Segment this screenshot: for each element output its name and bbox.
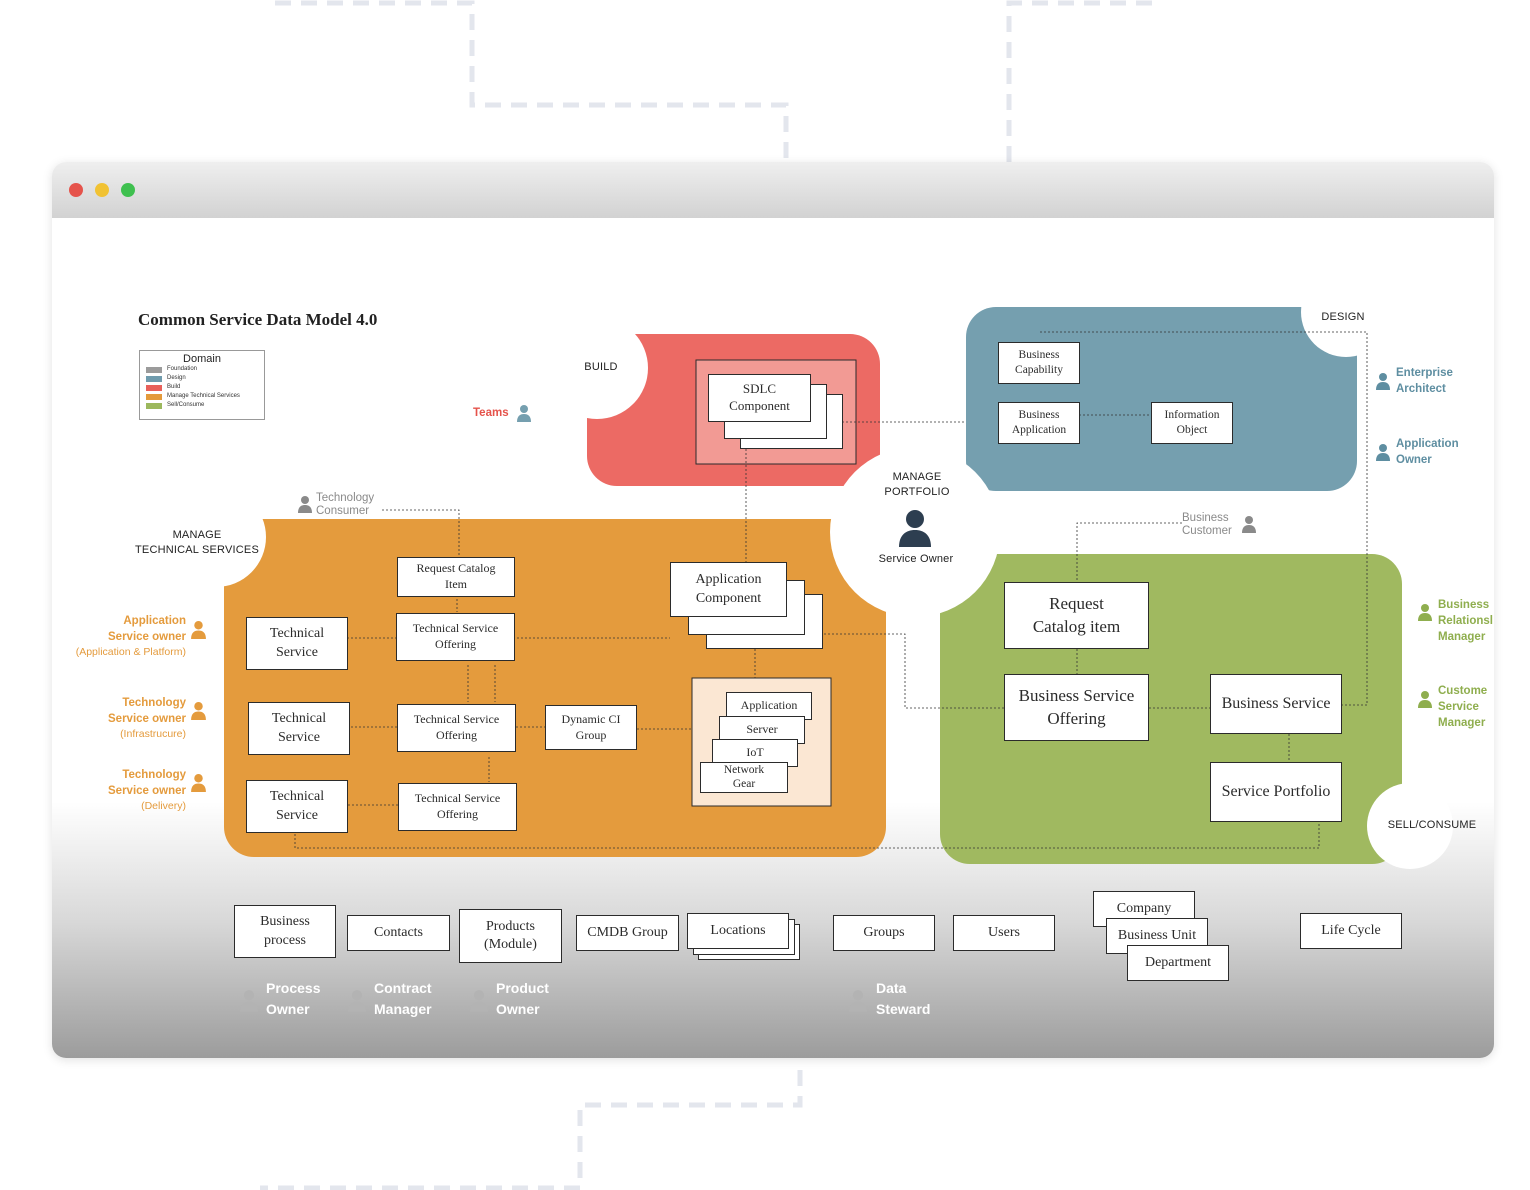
legend-item: Design bbox=[140, 374, 264, 383]
service-owner-label: Service Owner bbox=[878, 553, 954, 565]
data-steward-icon bbox=[849, 990, 867, 1012]
tech-owner-infra-icon bbox=[191, 702, 206, 720]
service-portfolio-box[interactable]: Service Portfolio bbox=[1210, 762, 1342, 822]
tech-owner-delivery-icon bbox=[191, 774, 206, 792]
legend-swatch bbox=[146, 366, 162, 373]
teams-role: Teams bbox=[473, 407, 509, 419]
domain-legend: Domain Foundation Design Build Manage Te… bbox=[139, 350, 265, 420]
customer-service-manager-icon bbox=[1418, 691, 1432, 708]
close-dot-icon[interactable] bbox=[69, 183, 83, 197]
diagram-canvas: Common Service Data Model 4.0 Domain Fou… bbox=[52, 162, 1494, 1058]
product-owner-icon bbox=[470, 990, 488, 1012]
users-box[interactable]: Users bbox=[953, 915, 1055, 951]
legend-title: Domain bbox=[183, 353, 221, 365]
maximize-dot-icon[interactable] bbox=[121, 183, 135, 197]
business-service-box[interactable]: Business Service bbox=[1210, 674, 1342, 734]
application-owner-icon bbox=[1376, 444, 1390, 461]
business-relationship-manager-icon bbox=[1418, 604, 1432, 621]
groups-box[interactable]: Groups bbox=[833, 915, 935, 951]
cmdb-group-box[interactable]: CMDB Group bbox=[576, 915, 679, 951]
sell-consume-label: SELL/CONSUME bbox=[1387, 819, 1477, 831]
legend-swatch bbox=[146, 384, 162, 391]
enterprise-architect-icon bbox=[1376, 373, 1390, 390]
legend-item: Build bbox=[140, 383, 264, 392]
contacts-box[interactable]: Contacts bbox=[347, 915, 450, 951]
process-owner-icon bbox=[240, 990, 258, 1012]
contract-manager-icon bbox=[348, 990, 366, 1012]
life-cycle-box[interactable]: Life Cycle bbox=[1300, 913, 1402, 949]
window-titlebar bbox=[52, 162, 1494, 218]
connector-lines bbox=[294, 331, 1368, 849]
technology-consumer-icon bbox=[298, 496, 312, 513]
browser-window: Common Service Data Model 4.0 Domain Fou… bbox=[52, 162, 1494, 1058]
minimize-dot-icon[interactable] bbox=[95, 183, 109, 197]
products-module-box[interactable]: Products(Module) bbox=[459, 909, 562, 963]
business-unit-box[interactable]: Business Unit bbox=[1106, 918, 1208, 954]
legend-swatch bbox=[146, 402, 162, 409]
legend-item: Sell/Consume bbox=[140, 401, 264, 410]
legend-swatch bbox=[146, 393, 162, 400]
department-box[interactable]: Department bbox=[1127, 945, 1229, 981]
business-customer-icon bbox=[1242, 516, 1256, 533]
service-owner-icon bbox=[899, 510, 931, 547]
application-ci-box[interactable]: Application bbox=[726, 692, 812, 720]
diagram-title: Common Service Data Model 4.0 bbox=[138, 310, 378, 329]
design-label: DESIGN bbox=[1321, 311, 1365, 323]
teams-person-icon bbox=[517, 405, 531, 422]
legend-item: Manage Technical Services bbox=[140, 392, 264, 401]
legend-item: Foundation bbox=[140, 365, 264, 374]
build-label: BUILD bbox=[584, 361, 618, 373]
app-service-owner-icon bbox=[191, 621, 206, 639]
locations-box[interactable]: Locations bbox=[687, 913, 789, 949]
legend-swatch bbox=[146, 375, 162, 382]
